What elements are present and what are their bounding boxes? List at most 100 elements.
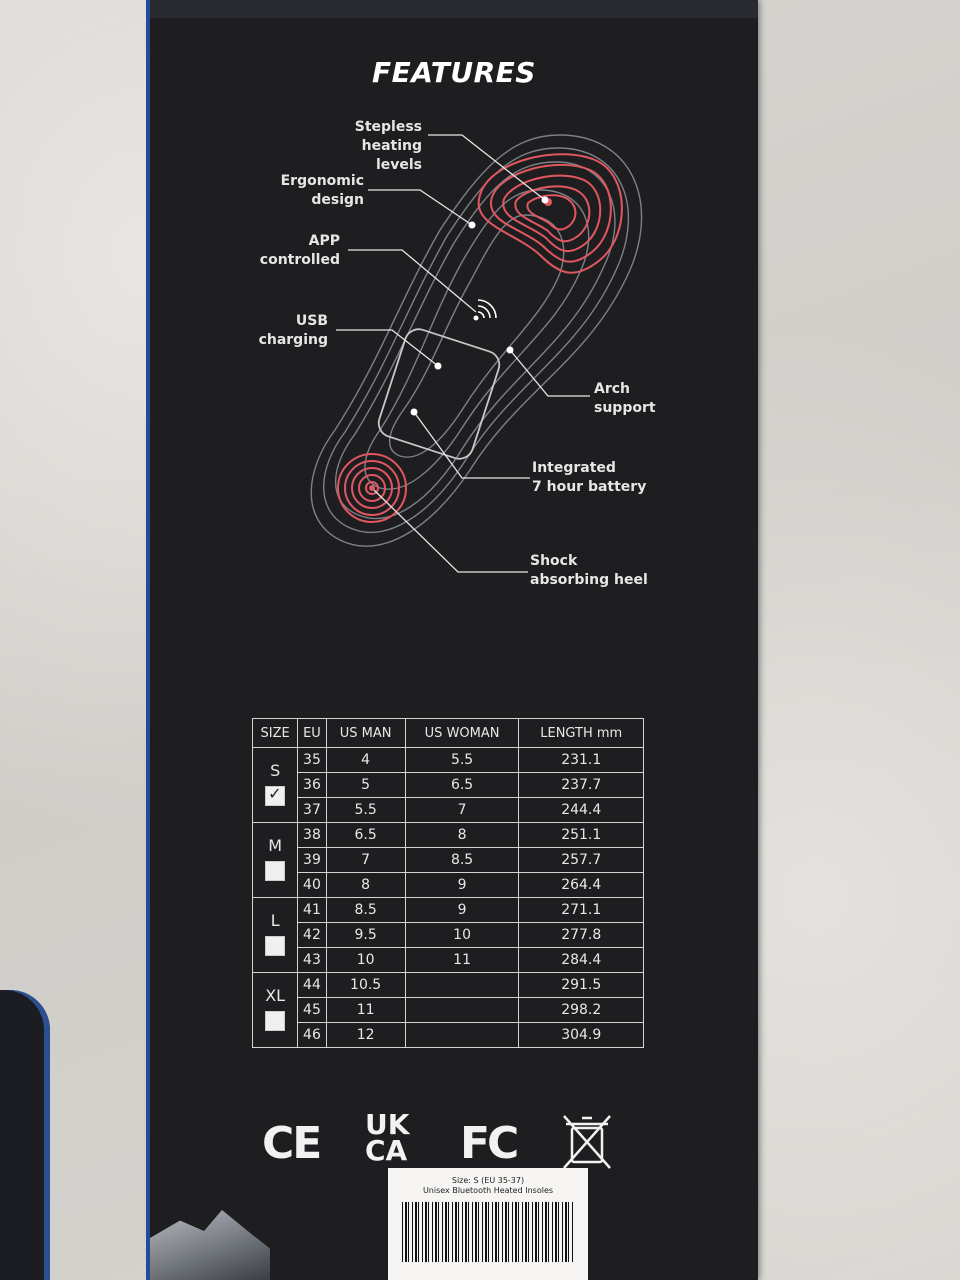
features-title: FEATURES [372, 56, 536, 89]
size-xl-checkbox [265, 1010, 286, 1031]
cell-us-woman [404, 997, 520, 1023]
size-chart-header-row: SIZE EU US MAN US WOMAN LENGTH mm [251, 718, 644, 748]
table-row: 43 10 11 284.4 [253, 947, 644, 973]
wireless-icon [477, 299, 497, 319]
fcc-mark: FC [460, 1118, 519, 1169]
size-s-checkbox [265, 784, 286, 806]
insole-edge [0, 990, 50, 1280]
cell-eu: 46 [297, 1022, 327, 1048]
crossed-bin-icon [563, 1115, 611, 1169]
cell-us-man: 5 [325, 772, 406, 798]
cell-us-woman: 5.5 [404, 747, 520, 773]
cell-eu: 45 [297, 997, 327, 1023]
cell-us-woman: 7 [404, 797, 520, 823]
cell-us-man: 12 [325, 1022, 406, 1048]
cell-us-man: 7 [325, 847, 406, 873]
cell-eu: 44 [297, 972, 327, 998]
cell-us-man: 10.5 [325, 972, 406, 998]
cell-us-man: 6.5 [325, 822, 406, 848]
size-m-checkbox [265, 860, 286, 881]
cell-length: 251.1 [518, 822, 644, 848]
callout-lines [336, 134, 590, 573]
cell-length: 298.2 [518, 997, 644, 1023]
size-group-l: L [251, 897, 299, 973]
size-label: L [270, 910, 280, 930]
table-row: M 38 6.5 8 251.1 [251, 822, 644, 898]
table-row: 45 11 298.2 [253, 997, 644, 1023]
size-group-m: M [251, 822, 299, 898]
cell-us-man: 5.5 [325, 797, 406, 823]
cell-length: 257.7 [518, 847, 644, 873]
cell-us-man: 11 [325, 997, 406, 1023]
cell-eu: 37 [297, 797, 327, 823]
cell-length: 237.7 [518, 772, 644, 798]
barcode-sticker: Size: S (EU 35-37) Unisex Bluetooth Heat… [388, 1168, 588, 1280]
cell-us-woman [404, 1022, 520, 1048]
table-row: L 41 8.5 9 271.1 [251, 897, 644, 973]
table-row: 37 5.5 7 244.4 [253, 797, 644, 823]
cell-length: 277.8 [518, 922, 644, 948]
forefoot-heating-zone [477, 153, 623, 274]
header-us-woman: US WOMAN [404, 718, 520, 748]
table-row: 40 8 9 264.4 [253, 872, 644, 898]
cell-eu: 41 [297, 897, 327, 923]
cell-length: 264.4 [518, 872, 644, 898]
cell-eu: 38 [297, 822, 327, 848]
heel-heating-zone [337, 453, 407, 523]
header-size: SIZE [251, 718, 299, 748]
cell-eu: 43 [297, 947, 327, 973]
cell-eu: 39 [297, 847, 327, 873]
cell-us-woman: 8.5 [404, 847, 520, 873]
size-label: M [268, 835, 283, 855]
cell-us-woman: 11 [404, 947, 520, 973]
cell-us-woman [404, 972, 520, 998]
size-group-xl: XL [251, 972, 299, 1048]
size-group-s: S [251, 747, 299, 823]
cell-eu: 42 [297, 922, 327, 948]
cell-length: 231.1 [518, 747, 644, 773]
table-row: 46 12 304.9 [253, 1022, 644, 1048]
cell-us-woman: 9 [404, 897, 520, 923]
sticker-product-line: Unisex Bluetooth Heated Insoles [422, 1186, 554, 1195]
table-row: 42 9.5 10 277.8 [253, 922, 644, 948]
box-top-flap [150, 0, 758, 18]
header-us-man: US MAN [325, 718, 406, 748]
cell-us-man: 8 [325, 872, 406, 898]
size-chart-table: SIZE EU US MAN US WOMAN LENGTH mm S 35 4… [251, 718, 644, 1048]
header-eu: EU [297, 718, 327, 748]
barcode [402, 1202, 574, 1262]
table-row: S 35 4 5.5 231.1 [251, 747, 644, 823]
cell-us-woman: 6.5 [404, 772, 520, 798]
cell-eu: 40 [297, 872, 327, 898]
sticker-size-line: Size: S (EU 35-37) [451, 1176, 525, 1185]
cell-length: 271.1 [518, 897, 644, 923]
table-row: XL 44 10.5 291.5 [251, 972, 644, 1048]
cell-us-woman: 8 [404, 822, 520, 848]
cell-us-man: 10 [325, 947, 406, 973]
cell-us-man: 9.5 [325, 922, 406, 948]
cell-us-man: 4 [325, 747, 406, 773]
cell-length: 304.9 [518, 1022, 644, 1048]
size-l-checkbox [265, 935, 286, 956]
battery-module [377, 328, 501, 460]
header-length: LENGTH mm [518, 718, 644, 748]
size-label: XL [265, 985, 286, 1005]
cell-eu: 36 [297, 772, 327, 798]
cell-us-man: 8.5 [325, 897, 406, 923]
table-row: 39 7 8.5 257.7 [253, 847, 644, 873]
table-row: 36 5 6.5 237.7 [253, 772, 644, 798]
ce-mark: CE [262, 1118, 322, 1169]
cell-length: 244.4 [518, 797, 644, 823]
heel-center-dot [369, 485, 375, 491]
cell-length: 291.5 [518, 972, 644, 998]
cell-length: 284.4 [518, 947, 644, 973]
